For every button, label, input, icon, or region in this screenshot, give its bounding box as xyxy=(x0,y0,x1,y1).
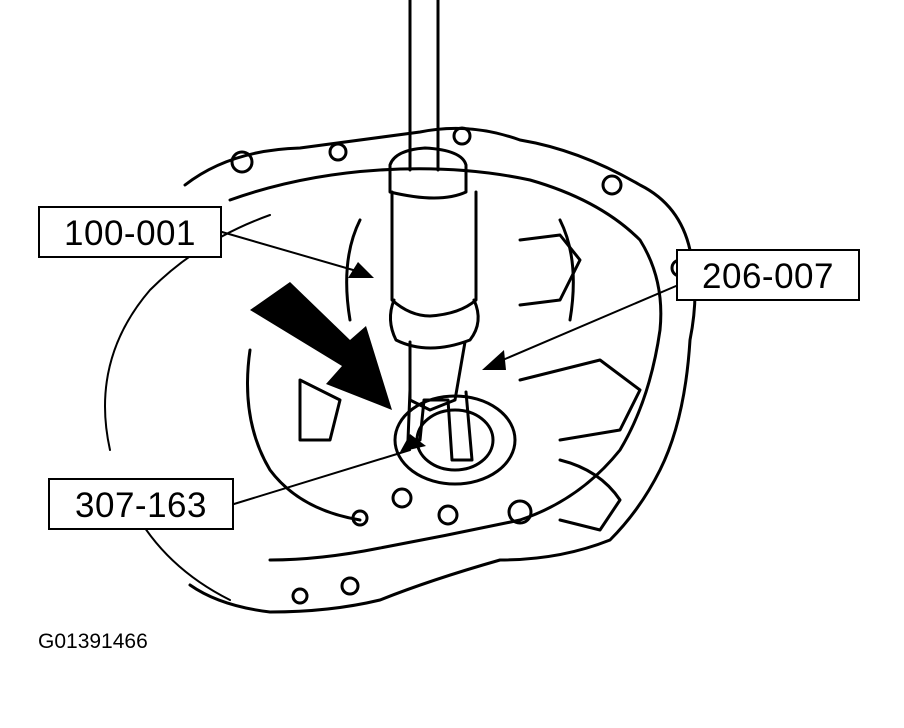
tool-collar xyxy=(389,298,480,350)
case-flange-inner xyxy=(228,167,663,562)
leader-206-007 xyxy=(497,285,677,363)
large-indicator-arrow xyxy=(250,282,392,410)
callout-307-163: 307-163 xyxy=(48,478,234,530)
tool-handle xyxy=(390,190,478,318)
tool-shank xyxy=(408,340,467,412)
bolt-hole xyxy=(437,504,459,526)
figure-id: G01391466 xyxy=(38,630,148,653)
bolt-hole xyxy=(391,487,413,509)
arrowhead-100-001 xyxy=(348,262,374,278)
callout-206-007: 206-007 xyxy=(676,249,860,301)
bolt-hole xyxy=(340,576,360,596)
leader-100-001 xyxy=(221,231,361,273)
bolt-hole xyxy=(291,587,309,605)
case-flange-outline xyxy=(183,126,697,614)
bolt-hole xyxy=(230,150,254,174)
leader-307-163 xyxy=(233,449,411,505)
bolt-hole xyxy=(328,142,348,162)
bolt-hole xyxy=(452,126,472,146)
arrowhead-206-007 xyxy=(482,350,506,370)
bolt-hole xyxy=(601,174,623,196)
arrowhead-307-163 xyxy=(400,434,426,452)
callout-100-001: 100-001 xyxy=(38,206,222,258)
bolt-hole xyxy=(507,499,533,525)
tool-handle-top xyxy=(388,146,468,200)
